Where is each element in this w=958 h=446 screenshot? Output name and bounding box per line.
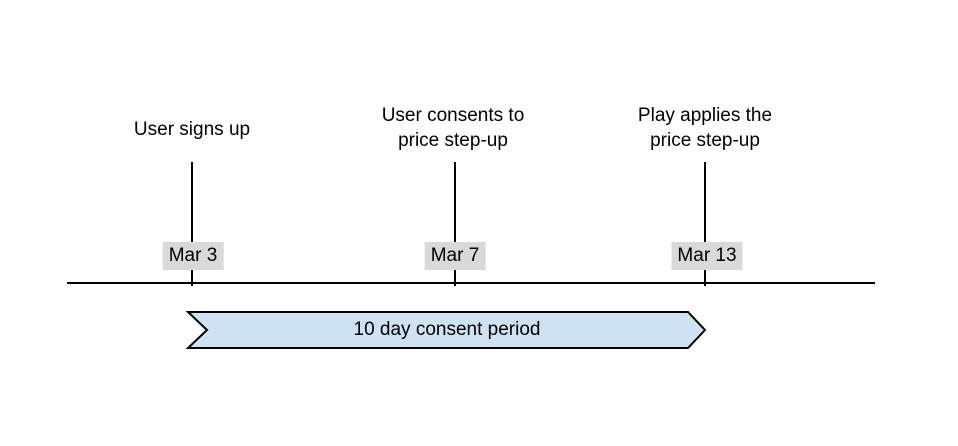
event-label-play-applies: Play applies the price step-up (637, 105, 773, 151)
date-badge-mar-13: Mar 13 (671, 242, 743, 270)
consent-period-banner-shape (185, 311, 707, 349)
date-badge-mar-3: Mar 3 (162, 242, 224, 270)
consent-banner-label: 10 day consent period (353, 319, 541, 340)
event-label-user-signs-up: User signs up (133, 119, 251, 140)
event-label-user-consents: User consents to price step-up (381, 105, 525, 151)
date-badge-mar-7: Mar 7 (424, 242, 486, 270)
